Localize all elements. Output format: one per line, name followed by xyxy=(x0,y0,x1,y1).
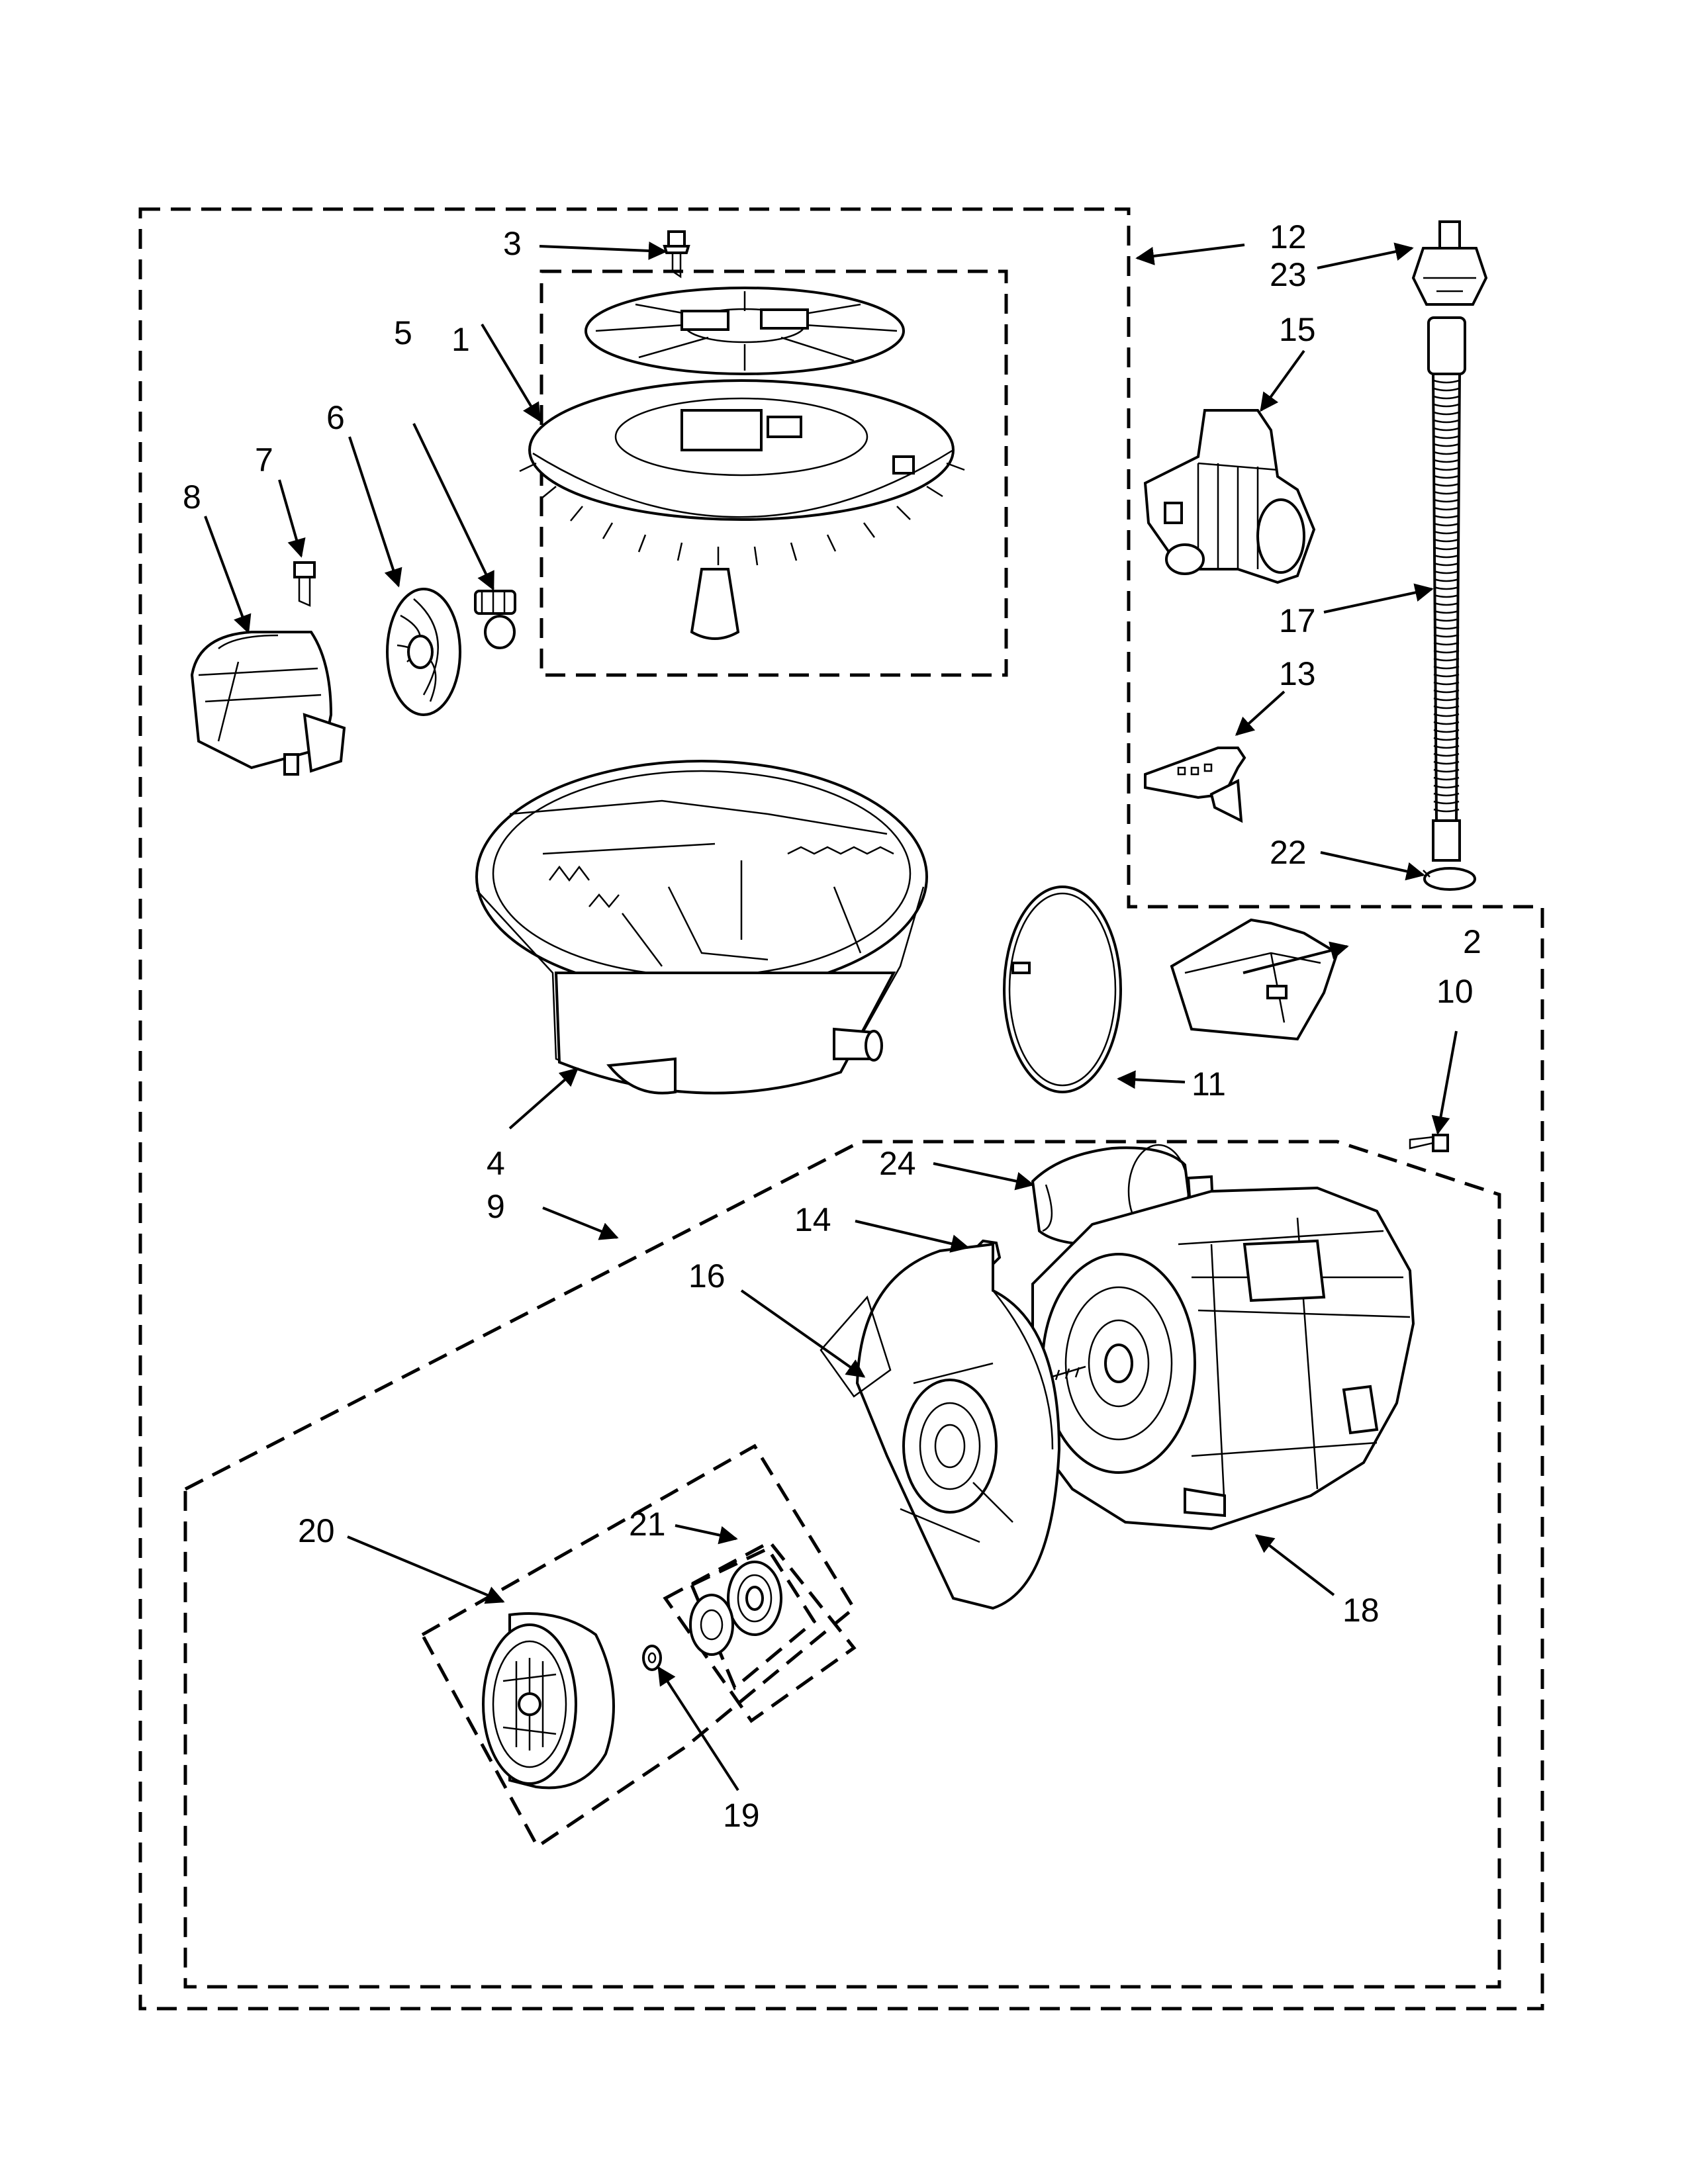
callout-22: 22 xyxy=(1270,834,1307,871)
chopper-icon xyxy=(482,1612,615,1790)
callout-1: 1 xyxy=(451,321,470,358)
callout-3: 3 xyxy=(503,225,522,262)
callout-8: 8 xyxy=(183,478,201,516)
leader-lines xyxy=(204,241,1458,1792)
housing-cover-icon xyxy=(190,631,346,776)
callout-4: 4 xyxy=(487,1145,505,1182)
filter-assembly-icon xyxy=(519,287,965,640)
callout-23: 23 xyxy=(1270,256,1307,293)
callout-17: 17 xyxy=(1279,602,1316,639)
callout-5: 5 xyxy=(394,314,412,351)
callout-10: 10 xyxy=(1436,973,1474,1010)
callout-2: 2 xyxy=(1463,923,1481,960)
chopper-assembly-boundary xyxy=(420,1443,857,1849)
motor-icon xyxy=(1031,1186,1415,1531)
callout-19: 19 xyxy=(723,1797,760,1834)
hose-icon xyxy=(1427,316,1466,862)
callout-11: 11 xyxy=(1192,1066,1226,1103)
screw-icon-10 xyxy=(1409,1134,1449,1152)
seal-kit-boundary xyxy=(663,1539,857,1723)
callout-21: 21 xyxy=(629,1506,666,1543)
gasket-icon xyxy=(1003,886,1122,1093)
callout-12: 12 xyxy=(1270,218,1307,255)
callout-13: 13 xyxy=(1279,655,1316,692)
callout-7: 7 xyxy=(255,441,273,478)
group-boundaries xyxy=(138,207,1544,2011)
callout-15: 15 xyxy=(1279,311,1316,348)
drain-pump-icon xyxy=(1143,409,1316,584)
cover-icon xyxy=(1170,918,1339,1041)
callout-numbers: 3 1 5 6 7 8 4 9 11 2 10 12 23 15 17 13 2… xyxy=(183,218,1481,1834)
pump-housing-icon xyxy=(820,1242,1061,1610)
filter-assembly-boundary xyxy=(539,269,1008,677)
motor-pump-boundary xyxy=(183,1140,1501,1989)
washer-icon xyxy=(642,1645,662,1671)
seal-icon xyxy=(689,1561,782,1656)
fitting-icon-23 xyxy=(1411,220,1488,306)
callout-16: 16 xyxy=(688,1257,726,1295)
callout-20: 20 xyxy=(298,1512,335,1549)
impeller-icon xyxy=(386,588,461,716)
callout-24: 24 xyxy=(879,1145,916,1182)
bracket-icon xyxy=(1144,747,1246,823)
callout-6: 6 xyxy=(326,399,345,436)
callout-14: 14 xyxy=(794,1201,831,1238)
sump-icon xyxy=(475,760,928,1095)
clamp-icon xyxy=(1423,867,1476,891)
clip-icon-5 xyxy=(474,590,516,649)
callout-18: 18 xyxy=(1342,1592,1380,1629)
outer-assembly-boundary xyxy=(138,207,1544,2011)
screw-icon-7 xyxy=(293,561,316,607)
callout-9: 9 xyxy=(487,1188,505,1225)
